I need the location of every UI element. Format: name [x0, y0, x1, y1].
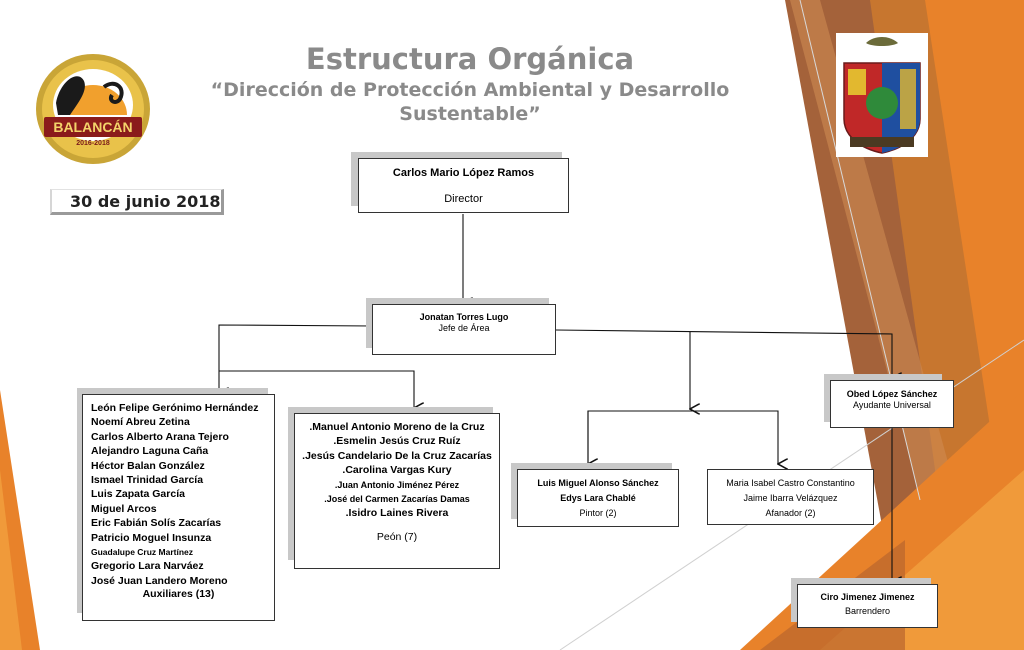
member-name: Gregorio Lara Narváez [91, 560, 204, 573]
date-label: 30 de junio 2018 [50, 189, 224, 215]
ayudante-box: Obed López Sánchez Ayudante Universal [830, 380, 954, 428]
balancan-logo: BALANCÁN 2016-2018 [36, 54, 150, 164]
member-name: Guadalupe Cruz Martínez [91, 547, 194, 558]
member-name: .Juan Antonio Jiménez Pérez [334, 479, 460, 490]
barrendero-role: Barrendero [844, 606, 891, 616]
ayudante-role: Ayudante Universal [853, 400, 931, 410]
coat-of-arms-emblem [836, 33, 928, 157]
afanadores-footer: Afanador (2) [765, 508, 816, 518]
peones-box: .Manuel Antonio Moreno de la Cruz .Esmeli… [294, 413, 500, 569]
ayudante-name: Obed López Sánchez [846, 389, 938, 399]
member-name: .Jesús Candelario De la Cruz Zacarías [302, 449, 492, 462]
member-name: Luis Zapata García [91, 488, 185, 501]
peones-list: .Manuel Antonio Moreno de la Cruz .Esmeli… [295, 420, 499, 521]
peones-footer: Peón (7) [376, 530, 418, 543]
member-name: José Juan Landero Moreno [91, 574, 228, 587]
subtitle-line-2: Sustentable” [399, 103, 541, 125]
member-name: Maria Isabel Castro Constantino [726, 478, 855, 488]
area-head-name: Jonatan Torres Lugo [419, 312, 509, 322]
member-name: .Isidro Laines Rivera [345, 507, 449, 520]
member-name: Eric Fabián Solís Zacarías [91, 517, 222, 530]
member-name: Carlos Alberto Arana Tejero [91, 430, 229, 443]
svg-text:2016-2018: 2016-2018 [76, 140, 110, 147]
member-name: Edys Lara Chablé [560, 493, 636, 503]
barrendero-box: Ciro Jimenez Jimenez Barrendero [797, 584, 938, 628]
auxiliares-footer: Auxiliares (13) [142, 588, 215, 601]
member-name: .Carolina Vargas Kury [342, 464, 452, 477]
member-name: Patricio Moguel Insunza [91, 531, 212, 544]
member-name: Alejandro Laguna Caña [91, 445, 209, 458]
member-name: Ismael Trinidad García [91, 474, 204, 487]
member-name: .Esmelin Jesús Cruz Ruíz [333, 435, 461, 448]
member-name: .José del Carmen Zacarías Damas [324, 494, 470, 505]
barrendero-name: Ciro Jimenez Jimenez [820, 592, 915, 602]
director-name: Carlos Mario López Ramos [392, 167, 535, 179]
member-name: Jaime Ibarra Velázquez [743, 493, 838, 503]
area-head-role: Jefe de Área [438, 323, 490, 333]
director-role: Director [444, 193, 483, 205]
member-name: Noemí Abreu Zetina [91, 416, 190, 429]
logo-text: BALANCÁN [53, 119, 132, 135]
subtitle-line-1: “Dirección de Protección Ambiental y Des… [210, 79, 730, 101]
member-name: Miguel Arcos [91, 502, 157, 515]
member-name: .Manuel Antonio Moreno de la Cruz [309, 421, 485, 433]
member-name: Luis Miguel Alonso Sánchez [537, 478, 659, 488]
member-name: León Felipe Gerónimo Hernández [91, 402, 259, 414]
page-subtitle: “Dirección de Protección Ambiental y Des… [200, 78, 740, 126]
director-box: Carlos Mario López Ramos Director [358, 158, 569, 213]
pintores-footer: Pintor (2) [579, 508, 617, 518]
member-name: Héctor Balan González [91, 459, 205, 472]
page-title: Estructura Orgánica [305, 42, 635, 76]
area-head-box: Jonatan Torres Lugo Jefe de Área [372, 304, 556, 355]
